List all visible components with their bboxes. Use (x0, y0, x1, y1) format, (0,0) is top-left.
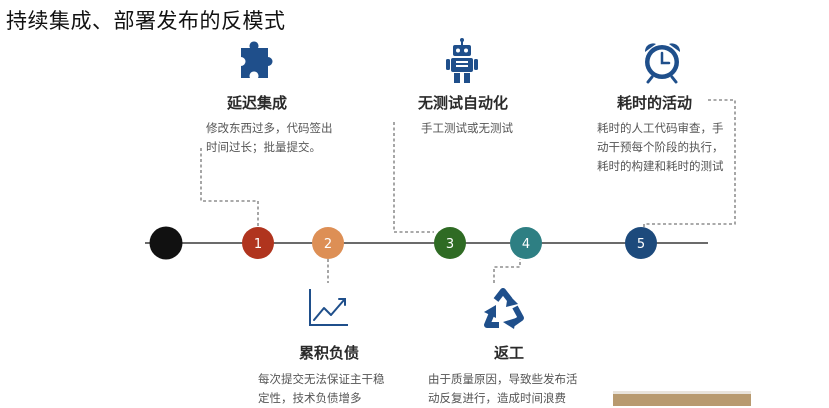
robot-icon (446, 38, 478, 83)
item-1-description: 修改东西过多，代码签出 时间过长；批量提交。 (206, 121, 333, 154)
item-1-title: 延迟集成 (227, 94, 288, 112)
connector-1 (200, 148, 259, 227)
item-2-title: 累积负债 (299, 344, 360, 362)
svg-text:1: 1 (254, 237, 262, 252)
svg-text:2: 2 (324, 237, 332, 252)
chart-icon (309, 289, 348, 326)
item-3-description: 手工测试或无测试 (421, 121, 513, 135)
alarm-clock-icon (644, 43, 681, 84)
timeline-node-start (149, 226, 183, 260)
connector-5 (643, 99, 736, 228)
svg-text:5: 5 (637, 237, 645, 252)
connector-4 (493, 259, 521, 283)
item-4-title: 返工 (494, 344, 525, 362)
item-5-title: 耗时的活动 (617, 94, 693, 112)
item-2-description: 每次提交无法保证主干稳 定性，技术负债增多 (258, 372, 385, 405)
photo-thumbnail (613, 391, 751, 406)
svg-text:4: 4 (522, 237, 530, 252)
timeline-node-2: 2 (312, 227, 344, 259)
timeline-node-5: 5 (625, 227, 657, 259)
timeline-node-1: 1 (242, 227, 274, 259)
puzzle-icon (241, 41, 273, 78)
timeline-node-3: 3 (434, 227, 466, 259)
svg-text:3: 3 (446, 237, 454, 252)
connector-3 (393, 122, 434, 233)
page-title: 持续集成、部署发布的反模式 (6, 9, 286, 33)
item-5-description: 耗时的人工代码审查，手 动干预每个阶段的执行， 耗时的构建和耗时的测试 (597, 121, 724, 173)
timeline-node-4: 4 (510, 227, 542, 259)
item-3-title: 无测试自动化 (418, 94, 509, 112)
item-4-description: 由于质量原因，导致些发布活 动反复进行，造成时间浪费 (428, 372, 578, 405)
